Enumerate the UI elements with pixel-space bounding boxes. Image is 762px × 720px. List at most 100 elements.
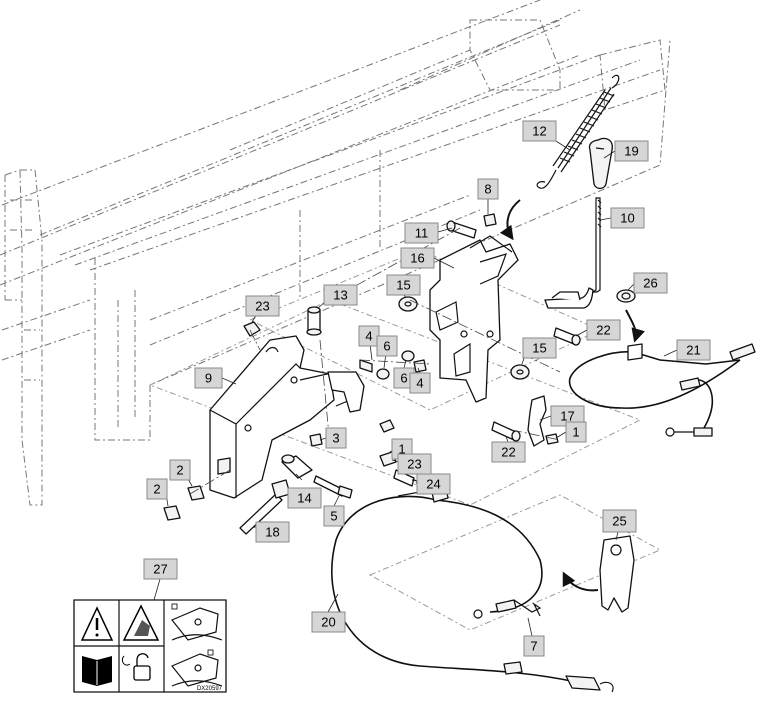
callout-18: 18 xyxy=(255,521,290,543)
svg-text:5: 5 xyxy=(330,509,337,524)
svg-text:24: 24 xyxy=(426,477,440,492)
callout-23-upper: 23 xyxy=(245,295,280,317)
svg-text:23: 23 xyxy=(407,457,421,472)
svg-text:25: 25 xyxy=(612,514,626,529)
svg-text:3: 3 xyxy=(332,431,339,446)
svg-text:2: 2 xyxy=(153,482,160,497)
callout-2-upper: 2 xyxy=(169,459,191,481)
long-bolt-18 xyxy=(239,479,291,535)
callout-11: 11 xyxy=(404,222,439,244)
svg-text:2: 2 xyxy=(176,463,183,478)
hand-hazard-icon xyxy=(122,604,160,641)
svg-text:6: 6 xyxy=(400,371,407,386)
svg-text:14: 14 xyxy=(297,491,311,506)
callout-22-upper: 22 xyxy=(586,319,621,341)
callout-7: 7 xyxy=(523,635,545,657)
install-arrow-pin xyxy=(625,309,645,343)
svg-text:17: 17 xyxy=(560,409,574,424)
install-arrow-plate xyxy=(562,571,599,592)
callout-4-upper: 4 xyxy=(358,325,380,347)
spacer-14 xyxy=(281,454,313,479)
svg-text:21: 21 xyxy=(686,343,700,358)
svg-text:15: 15 xyxy=(532,341,546,356)
svg-text:16: 16 xyxy=(410,251,424,266)
callout-6-upper: 6 xyxy=(376,335,398,357)
warning-triangle-icon xyxy=(80,606,114,641)
svg-text:27: 27 xyxy=(153,562,167,577)
svg-text:10: 10 xyxy=(620,211,634,226)
callout-25: 25 xyxy=(602,509,637,533)
lever-rod xyxy=(544,197,602,309)
clevis-pin xyxy=(616,289,636,303)
svg-text:18: 18 xyxy=(265,525,279,540)
callout-23-lower: 23 xyxy=(397,453,432,475)
callout-13: 13 xyxy=(323,284,358,306)
callout-12: 12 xyxy=(522,120,557,142)
svg-text:7: 7 xyxy=(530,639,537,654)
svg-text:8: 8 xyxy=(484,182,491,197)
pin-11 xyxy=(446,220,477,239)
callout-24: 24 xyxy=(416,473,451,495)
pin-22-lower xyxy=(491,421,521,442)
tractor-frame-phantom xyxy=(0,0,671,506)
pin-22-upper xyxy=(553,327,581,346)
callout-1-right: 1 xyxy=(565,421,587,443)
svg-text:4: 4 xyxy=(365,329,372,344)
callout-5: 5 xyxy=(323,505,345,527)
svg-text:4: 4 xyxy=(416,376,423,391)
callout-20: 20 xyxy=(311,611,346,633)
callout-22-lower: 22 xyxy=(491,441,526,463)
control-cable-lower xyxy=(331,487,614,693)
callout-6-lower: 6 xyxy=(393,367,415,389)
svg-text:11: 11 xyxy=(415,226,429,241)
pin-13 xyxy=(306,306,322,336)
callout-21: 21 xyxy=(676,339,711,361)
main-housing xyxy=(209,335,365,499)
safety-decal: DX20597 xyxy=(73,599,227,693)
callout-4-lower: 4 xyxy=(409,372,431,394)
svg-text:6: 6 xyxy=(383,339,390,354)
callout-27: 27 xyxy=(143,558,178,580)
callout-19: 19 xyxy=(614,140,649,162)
svg-text:1: 1 xyxy=(398,442,405,457)
manual-book-icon xyxy=(82,656,112,686)
unlock-icon xyxy=(121,653,151,681)
callout-14: 14 xyxy=(287,487,322,509)
bracket-plate xyxy=(429,235,519,403)
callout-10: 10 xyxy=(610,207,645,229)
svg-text:12: 12 xyxy=(532,124,546,139)
callout-26: 26 xyxy=(633,272,668,294)
bolt-8 xyxy=(483,213,497,227)
callout-15-lower: 15 xyxy=(522,337,557,359)
svg-text:23: 23 xyxy=(255,299,269,314)
svg-text:20: 20 xyxy=(321,615,335,630)
callout-17: 17 xyxy=(550,405,585,427)
install-arrow-spring xyxy=(499,199,521,241)
svg-text:15: 15 xyxy=(396,278,410,293)
control-cable-upper xyxy=(568,343,756,437)
handle-grip xyxy=(588,137,613,190)
callout-2-lower: 2 xyxy=(146,478,168,500)
svg-text:19: 19 xyxy=(624,144,638,159)
extension-spring xyxy=(536,74,620,189)
decal-code: DX20597 xyxy=(197,686,223,692)
svg-text:13: 13 xyxy=(333,288,347,303)
svg-text:22: 22 xyxy=(596,323,610,338)
callout-9: 9 xyxy=(194,367,223,389)
bolt-5 xyxy=(313,475,353,499)
washers-and-nuts xyxy=(163,296,559,521)
svg-text:22: 22 xyxy=(501,445,515,460)
callout-8: 8 xyxy=(477,178,499,200)
callout-labels: 12 19 8 10 11 16 26 13 15 23 22 4 6 21 1… xyxy=(143,120,711,657)
svg-text:1: 1 xyxy=(572,425,579,440)
callout-16: 16 xyxy=(400,247,435,269)
latch-plate xyxy=(527,395,547,447)
callout-3: 3 xyxy=(325,427,347,449)
lever-unlocked-pictogram xyxy=(171,649,223,687)
svg-text:9: 9 xyxy=(205,371,212,386)
plate-25 xyxy=(599,535,635,613)
callout-15-upper: 15 xyxy=(386,274,421,296)
svg-text:26: 26 xyxy=(643,276,657,291)
lever-locked-pictogram xyxy=(171,603,223,641)
